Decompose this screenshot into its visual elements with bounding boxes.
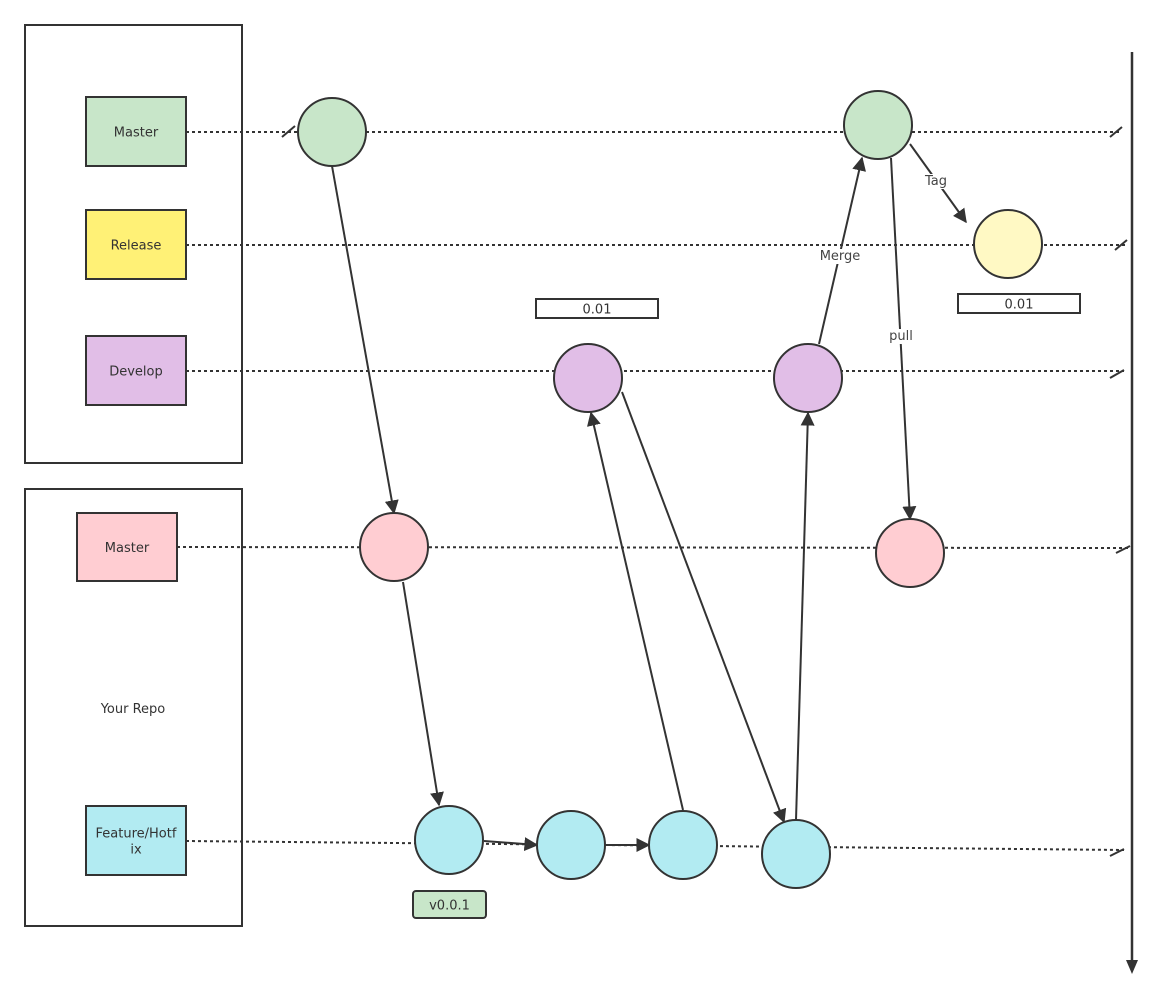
commit-node-m2[interactable] [843,90,913,160]
release-version-box-frame [957,293,1081,314]
lane-label-master: Master [85,96,187,167]
lane-break-icon [281,125,296,138]
edge-label-bg [921,174,950,189]
lane-label-release: Release [85,209,187,280]
commit-node-f4[interactable] [761,819,831,889]
edge-label-merge: Merge [820,249,861,264]
commit-node-f1[interactable] [414,805,484,875]
edge-f3-d1 [587,411,684,811]
commit-node-f2[interactable] [536,810,606,880]
lane-box [76,512,178,582]
commit-node-d2[interactable] [773,343,843,413]
lane-break-icon [1115,545,1131,554]
commit-node-lm1[interactable] [359,512,429,582]
commit-node-r1[interactable] [973,209,1043,279]
develop-version-box: 0.01 [535,298,659,319]
feature-version-badge-text: v0.0.1 [429,899,470,914]
release-version-box: 0.01 [957,293,1081,314]
feature-version-badge-frame [412,890,487,919]
edge-d1-f4 [621,391,787,824]
lane-box [85,96,187,167]
timeline-arrow-down-icon [1126,960,1138,974]
lane-break-icon [1109,369,1125,379]
commit-node-lm2[interactable] [875,518,945,588]
edge-label-tag: Tag [924,174,947,189]
lane-label-text: Master [105,541,150,556]
lane-label-text: Feature/Hotf [96,827,177,842]
lane-label-text: Master [114,126,159,141]
lane-label-text: Release [111,239,162,254]
commit-node-d1[interactable] [553,343,623,413]
commit-node-m1[interactable] [297,97,367,167]
lane-box [85,209,187,280]
edge-lm1-f1 [402,581,444,807]
lane-box [85,335,187,406]
develop-version-box-frame [535,298,659,319]
edge-label-pull: pull [889,329,913,344]
lane-break-icon [1109,126,1123,138]
lane-label-develop: Develop [85,335,187,406]
lane-label-text: ix [130,843,142,858]
lane-box [85,805,187,876]
commit-node-f3[interactable] [648,810,718,880]
lane-line-local_master [176,546,1131,549]
edge-label-bg [817,249,863,264]
lane-label-text: Develop [109,365,163,380]
lane-break-icon [1114,239,1128,251]
edge-f4-d2 [795,411,815,821]
feature-version-badge: v0.0.1 [412,890,487,919]
edge-label-bg [887,329,915,344]
develop-version-box-text: 0.01 [583,303,612,318]
local-repo-label: Your Repo [100,702,166,717]
edge-f1-f2 [483,837,539,852]
release-version-box-text: 0.01 [1005,298,1034,313]
lane-break-icon [1109,848,1125,857]
edge-m1-lm1 [331,165,399,515]
lane-label-local_master: Master [76,512,178,582]
